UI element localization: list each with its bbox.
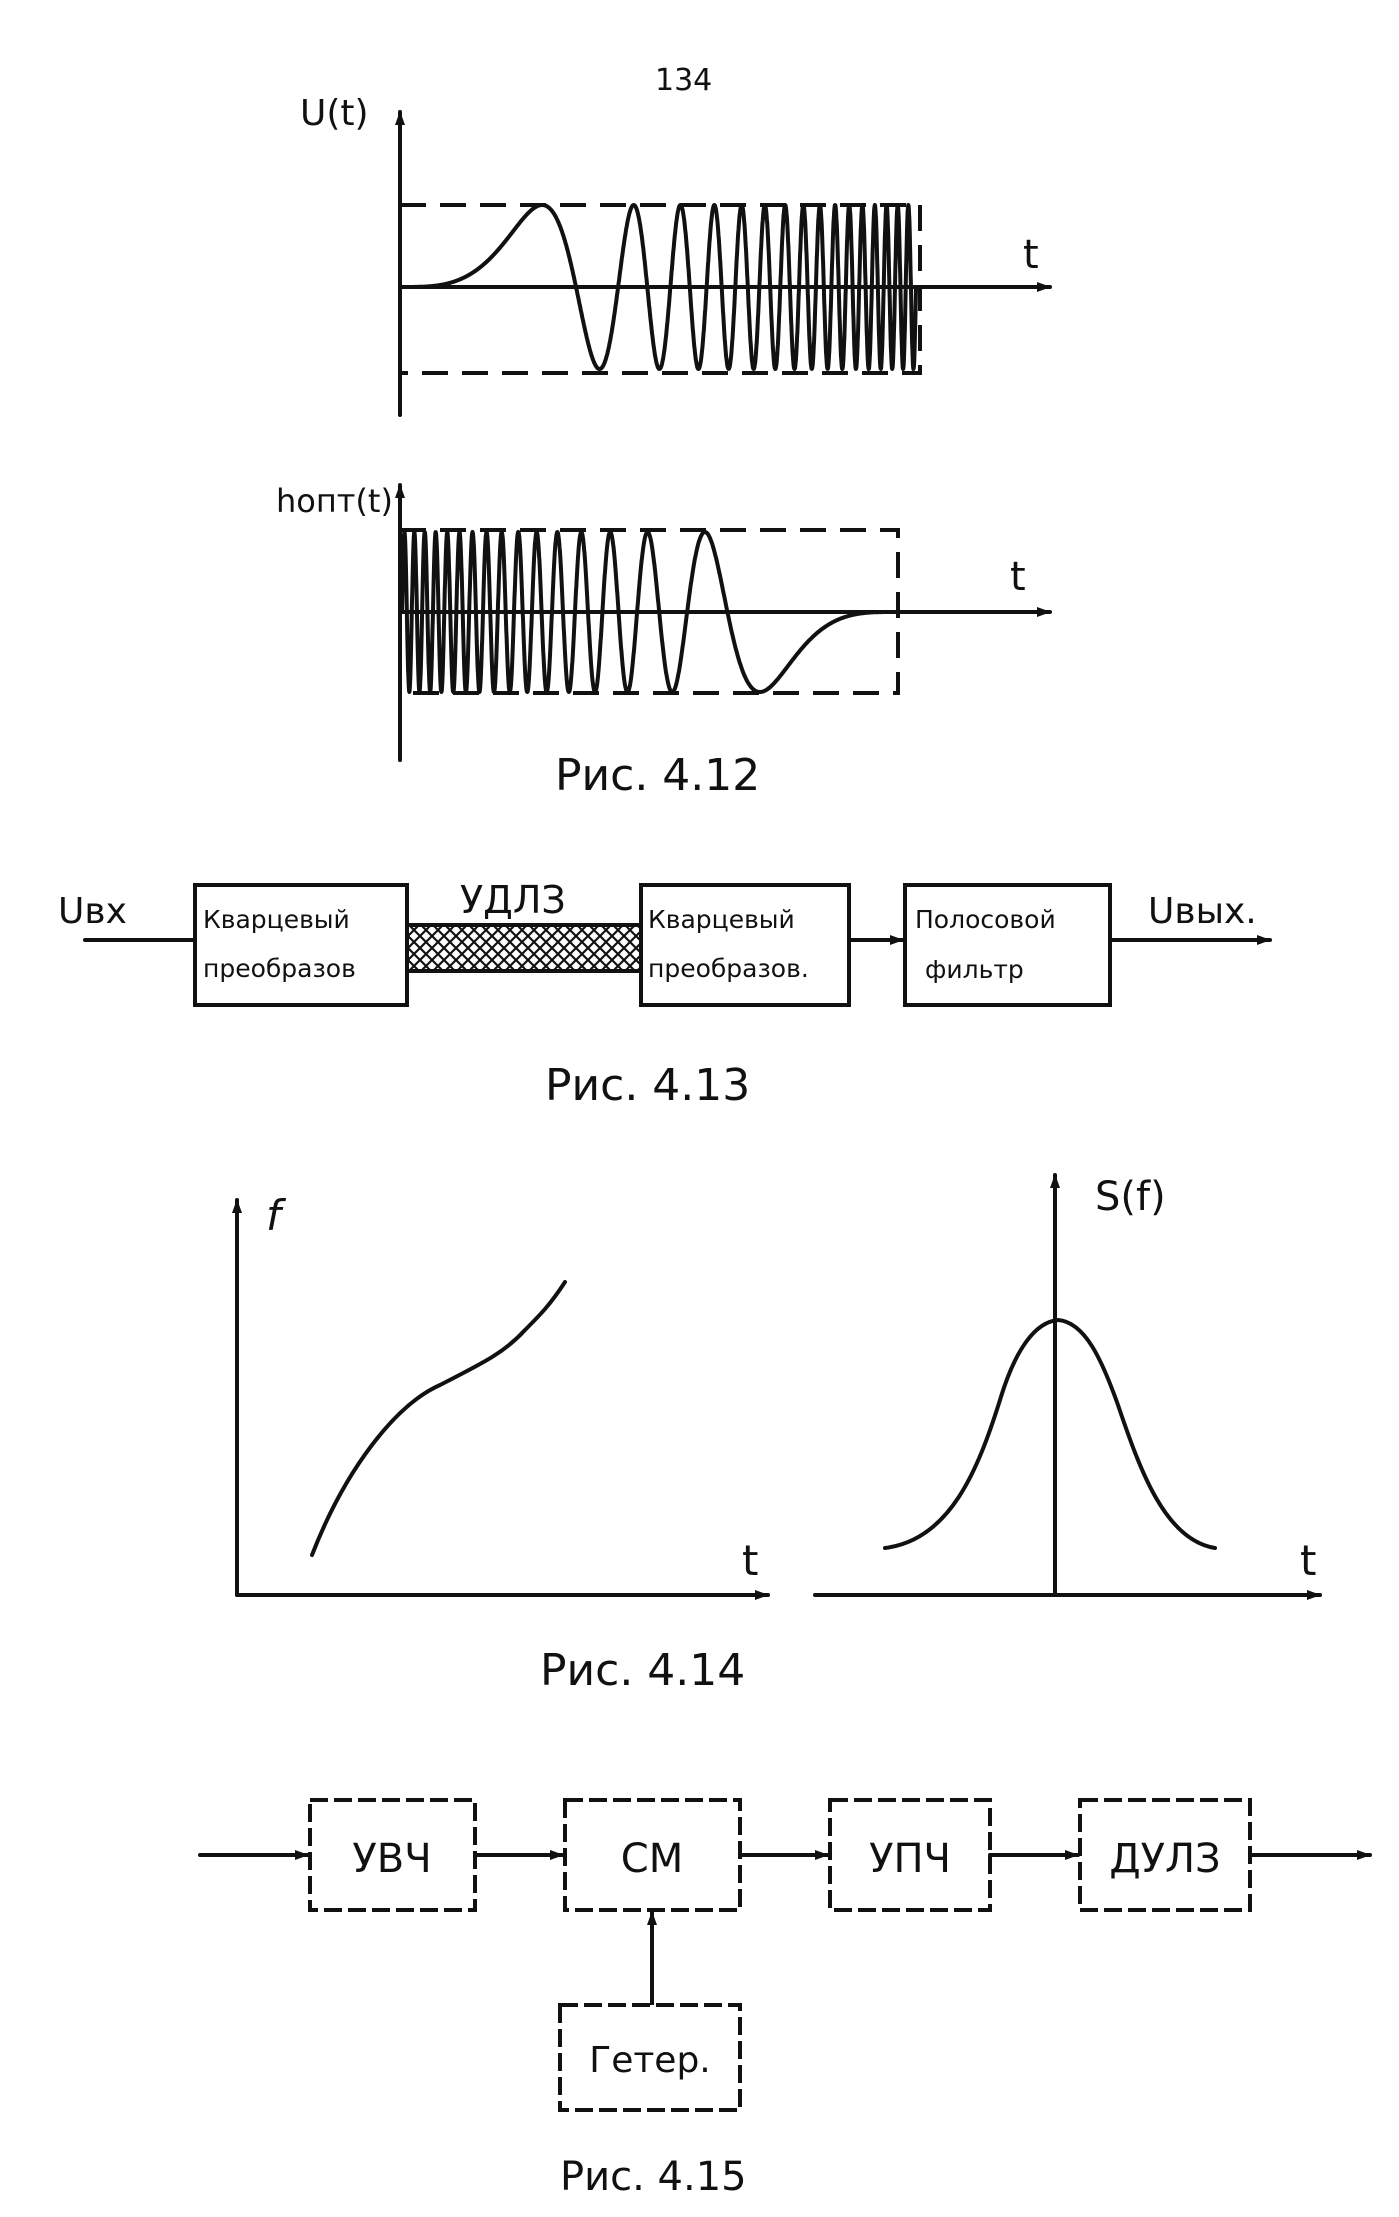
fig414-right-x-label: t	[1300, 1536, 1316, 1585]
fig415-block-dulz	[1078, 1798, 1252, 1912]
fig412-bottom-plot: hопт(t) t	[276, 482, 1052, 762]
fig412-top-x-label: t	[1023, 232, 1039, 278]
fig413-caption: Рис. 4.13	[545, 1060, 750, 1111]
fig414-left-y-label: f	[266, 1191, 287, 1240]
fig413-output-label: Uвых.	[1148, 891, 1257, 932]
fig412-caption: Рис. 4.12	[555, 750, 760, 801]
fig413-block-transducer-in-line1: Кварцевый	[203, 905, 350, 934]
fig412-top-envelope-box	[400, 203, 922, 375]
fig413-input-label: Uвх	[58, 891, 127, 932]
fig413-block-bandpass-filter	[903, 883, 1112, 1007]
fig415-block-diagram: УВЧ СМ УПЧ ДУЛЗ Гетер.	[198, 1798, 1372, 2112]
fig413-block-bandpass-filter-line2: фильтр	[925, 955, 1024, 984]
fig413-block-diagram: Uвх Кварцевый преобразов УДЛЗ Кварцевый …	[58, 878, 1272, 1007]
fig415-caption: Рис. 4.15	[560, 2154, 747, 2200]
fig415-block-cm	[563, 1798, 742, 1912]
fig414-frequency-curve	[310, 1280, 567, 1557]
fig412-bottom-y-label: hопт(t)	[276, 482, 393, 520]
fig414-left-plot: f t	[232, 1191, 770, 1600]
fig415-block-cm-label: СМ	[621, 1836, 683, 1882]
fig413-block-transducer-out-line1: Кварцевый	[648, 905, 795, 934]
fig415-block-oscillator	[558, 2003, 742, 2112]
fig414-right-y-label: S(f)	[1095, 1174, 1166, 1220]
fig413-block-transducer-in	[193, 883, 409, 1007]
fig415-block-dulz-label: ДУЛЗ	[1109, 1836, 1220, 1882]
fig414-spectrum-curve	[883, 1318, 1217, 1550]
fig415-block-oscillator-label: Гетер.	[589, 2040, 711, 2081]
fig412-bottom-chirp-signal	[400, 530, 896, 694]
fig415-block-uvch-label: УВЧ	[352, 1836, 431, 1882]
fig412-bottom-envelope-box	[400, 528, 900, 695]
fig412-top-chirp-signal	[400, 203, 918, 371]
fig413-delay-line-label: УДЛЗ	[460, 878, 566, 922]
fig413-delay-line-hatched	[405, 923, 643, 973]
fig415-block-upch	[828, 1798, 992, 1912]
fig413-block-transducer-out	[639, 883, 851, 1007]
fig413-block-bandpass-filter-line1: Полосовой	[915, 905, 1056, 934]
fig414-caption: Рис. 4.14	[540, 1645, 745, 1696]
fig415-block-upch-label: УПЧ	[869, 1836, 951, 1882]
fig412-bottom-x-label: t	[1010, 554, 1026, 600]
fig413-block-transducer-in-line2: преобразов	[203, 954, 356, 983]
fig415-block-uvch	[308, 1798, 477, 1912]
fig412-top-plot: U(t) t	[300, 93, 1052, 417]
fig414-right-plot: S(f) t	[813, 1173, 1322, 1600]
fig413-block-transducer-out-line2: преобразов.	[648, 954, 809, 983]
fig412-top-y-label: U(t)	[300, 93, 369, 134]
fig414-left-x-label: t	[742, 1536, 758, 1585]
page-number: 134	[655, 63, 712, 98]
